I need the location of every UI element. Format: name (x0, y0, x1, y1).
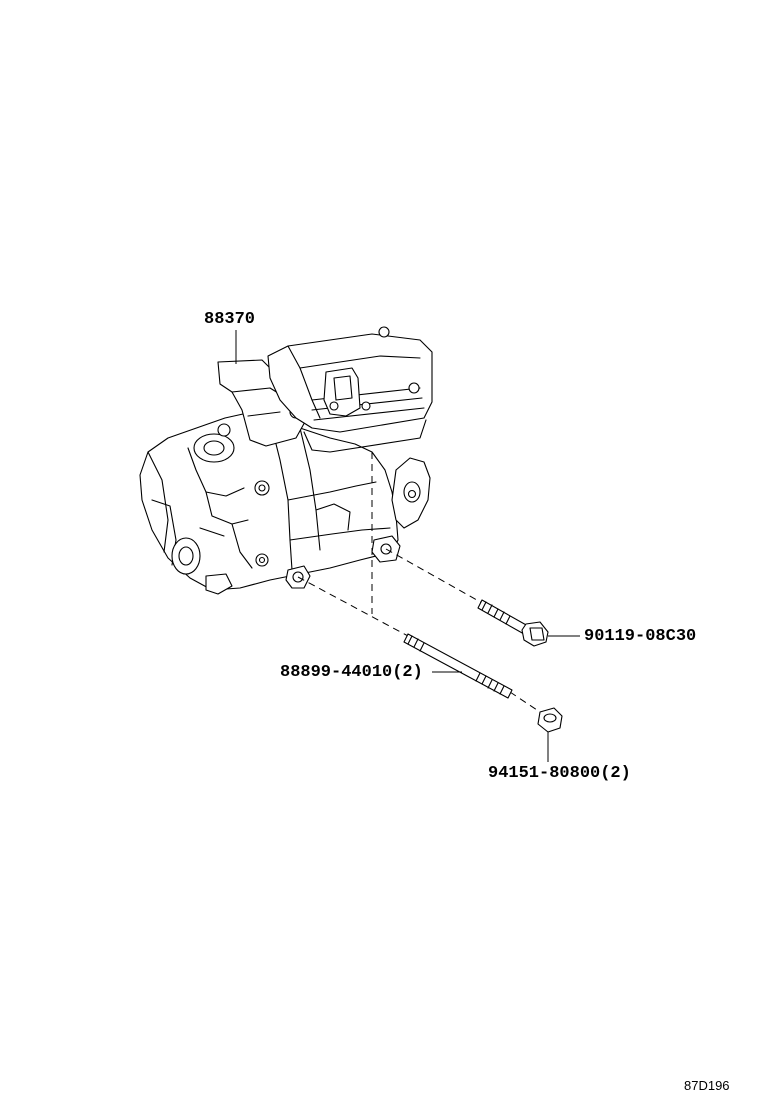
drawing-code: 87D196 (684, 1078, 730, 1093)
electrical-connector (323, 367, 361, 417)
callout-stud-part-number[interactable]: 88899-44010(2) (280, 663, 423, 682)
compressor-assembly[interactable] (139, 326, 433, 595)
callout-bolt-part-number[interactable]: 90119-08C30 (584, 627, 697, 646)
callout-nut-part-number[interactable]: 94151-80800(2) (488, 764, 631, 783)
leader-lines (235, 330, 580, 762)
stud-bolt[interactable] (403, 633, 513, 699)
hex-nut[interactable] (537, 707, 563, 733)
flange-bolt[interactable] (477, 599, 549, 647)
callout-bracket-part-number[interactable]: 88370 (204, 310, 256, 329)
